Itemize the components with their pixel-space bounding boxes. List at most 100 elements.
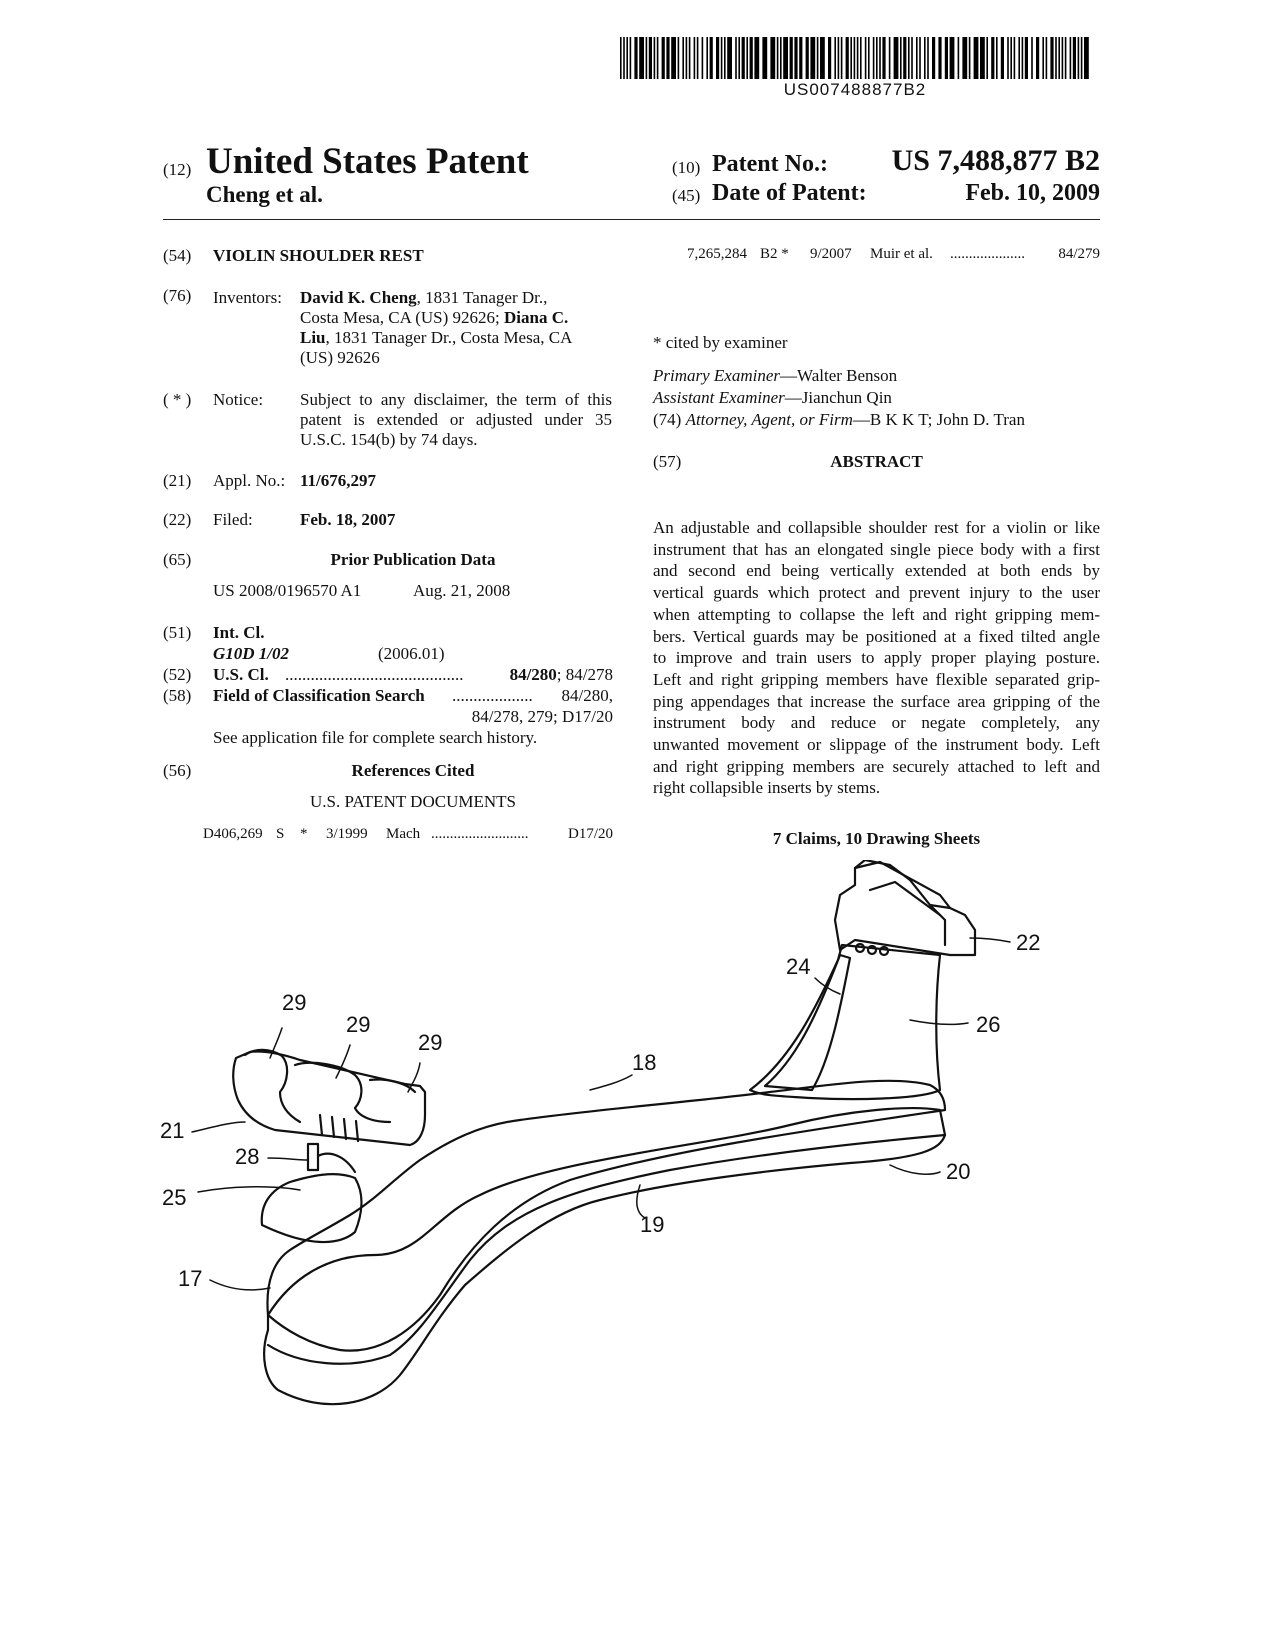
notice-line: patent is extended or adjusted under 35 bbox=[300, 410, 612, 429]
barcode-bar bbox=[957, 37, 960, 79]
inventor-name: Liu bbox=[300, 328, 326, 347]
patent-number-label: Patent No.: bbox=[712, 151, 828, 177]
inventor-name: David K. Cheng bbox=[300, 288, 417, 307]
barcode-bar bbox=[770, 37, 776, 79]
barcode-bar bbox=[735, 37, 737, 79]
left-grip-rib bbox=[342, 1117, 348, 1141]
leader-line bbox=[407, 1062, 421, 1093]
abstract-line: Left and right gripping members have fle… bbox=[653, 669, 1100, 689]
barcode-bar bbox=[648, 37, 652, 79]
barcode-bar bbox=[911, 37, 913, 79]
inventor-address: , 1831 Tanager Dr., Costa Mesa, CA bbox=[325, 328, 573, 347]
primary-examiner: Primary Examiner—Walter Benson bbox=[653, 366, 897, 386]
right-guard-insert bbox=[763, 953, 852, 1092]
left-grip bbox=[232, 1050, 427, 1147]
inid-code-51: (51) bbox=[163, 623, 192, 642]
right-grip-appendage bbox=[853, 860, 952, 910]
barcode-bar bbox=[900, 37, 902, 79]
barcode-number: US007488877B2 bbox=[783, 80, 927, 99]
barcode-bar bbox=[996, 37, 998, 79]
barcode-bar bbox=[834, 37, 836, 79]
barcode-bar bbox=[799, 37, 803, 79]
barcode-bar bbox=[840, 37, 843, 79]
inventors-short: Cheng et al. bbox=[206, 182, 323, 207]
inventor-address: Costa Mesa, CA (US) 92626; bbox=[300, 308, 500, 327]
barcode-bar bbox=[653, 37, 656, 79]
abstract-line: instrument that has an elongated single … bbox=[653, 539, 1100, 559]
leader-line bbox=[589, 1074, 633, 1091]
reference-kind: S bbox=[276, 826, 285, 842]
attorney: (74) Attorney, Agent, or Firm—B K K T; J… bbox=[653, 410, 1025, 430]
leader-line bbox=[267, 1157, 309, 1161]
date-of-patent-label: Date of Patent: bbox=[712, 180, 867, 206]
left-grip-appendage bbox=[243, 1048, 302, 1124]
inventors-label: Inventors: bbox=[213, 288, 282, 307]
inid-code-notice: ( * ) bbox=[163, 390, 192, 409]
barcode-bar bbox=[629, 37, 632, 79]
barcode-bar bbox=[1007, 37, 1009, 79]
left-grip-rib bbox=[354, 1119, 360, 1143]
attorney-name: —B K K T; John D. Tran bbox=[852, 410, 1025, 429]
barcode-bar bbox=[677, 37, 680, 79]
barcode-bar bbox=[1055, 37, 1057, 79]
reference-name: Mach bbox=[386, 826, 421, 842]
barcode-bar bbox=[1077, 37, 1080, 79]
barcode-bar bbox=[903, 37, 907, 79]
inventor-name: Diana C. bbox=[504, 308, 569, 327]
abstract-line: unwanted movement or slippage of the ins… bbox=[653, 735, 1100, 755]
grip-hole bbox=[854, 942, 866, 954]
inid-code-54: (54) bbox=[163, 246, 192, 265]
assistant-examiner-name: —Jianchun Qin bbox=[784, 388, 892, 407]
barcode-bar bbox=[860, 37, 862, 79]
barcode-bar bbox=[706, 37, 708, 79]
barcode-bar bbox=[656, 37, 659, 79]
barcode-bar bbox=[623, 37, 625, 79]
inid-code-12: (12) bbox=[163, 160, 192, 179]
barcode-bar bbox=[738, 37, 740, 79]
left-grip-rib bbox=[318, 1113, 324, 1137]
barcode-bar bbox=[794, 37, 798, 79]
inid-code-58: (58) bbox=[163, 686, 192, 705]
barcode-bar bbox=[1021, 37, 1024, 79]
barcode-bar bbox=[927, 37, 929, 79]
prior-publication-number: US 2008/0196570 A1 bbox=[213, 581, 362, 600]
barcode-bar bbox=[820, 37, 825, 79]
reference-class: D17/20 bbox=[568, 826, 613, 842]
barcode bbox=[620, 37, 1089, 79]
notice-line: Subject to any disclaimer, the term of t… bbox=[300, 390, 612, 409]
inventor-address: , 1831 Tanager Dr., bbox=[416, 288, 548, 307]
abstract-line: to improve and train users to apply prop… bbox=[653, 648, 1100, 668]
barcode-bar bbox=[980, 37, 985, 79]
reference-class: 84/279 bbox=[1058, 246, 1100, 262]
inid-code-76: (76) bbox=[163, 286, 192, 305]
reference-leader: .................... bbox=[950, 246, 1025, 262]
base-plate-bottom bbox=[263, 1107, 947, 1406]
header-rule bbox=[163, 219, 1100, 220]
assistant-examiner-label: Assistant Examiner bbox=[653, 388, 785, 407]
left-guard bbox=[260, 1173, 363, 1244]
barcode-bar bbox=[783, 37, 788, 79]
prior-publication-date: Aug. 21, 2008 bbox=[413, 581, 511, 600]
barcode-bar bbox=[776, 37, 779, 79]
barcode-bar bbox=[789, 37, 793, 79]
ref-numeral-29c: 29 bbox=[418, 1030, 442, 1055]
inid-code-10: (10) bbox=[672, 158, 701, 177]
right-grip-appendage bbox=[928, 903, 947, 947]
barcode-bar bbox=[879, 37, 881, 79]
barcode-bar bbox=[1024, 37, 1028, 79]
barcode-bar bbox=[696, 37, 699, 79]
abstract-line: ping appendages that increase the surfac… bbox=[653, 691, 1100, 711]
barcode-bar bbox=[868, 37, 870, 79]
barcode-bar bbox=[805, 37, 809, 79]
barcode-bar bbox=[986, 37, 988, 79]
application-number-label: Appl. No.: bbox=[213, 471, 286, 490]
field-of-search-leader: ................... bbox=[452, 686, 533, 705]
barcode-bar bbox=[810, 37, 816, 79]
abstract-line: and second end being vertically extended… bbox=[653, 561, 1100, 581]
barcode-bar bbox=[1000, 37, 1004, 79]
ref-numeral-29a: 29 bbox=[282, 990, 306, 1015]
assistant-examiner: Assistant Examiner—Jianchun Qin bbox=[653, 388, 892, 408]
plate-edge-line bbox=[266, 1133, 947, 1365]
invention-title: VIOLIN SHOULDER REST bbox=[213, 246, 424, 265]
date-of-patent: Feb. 10, 2009 bbox=[965, 180, 1100, 206]
